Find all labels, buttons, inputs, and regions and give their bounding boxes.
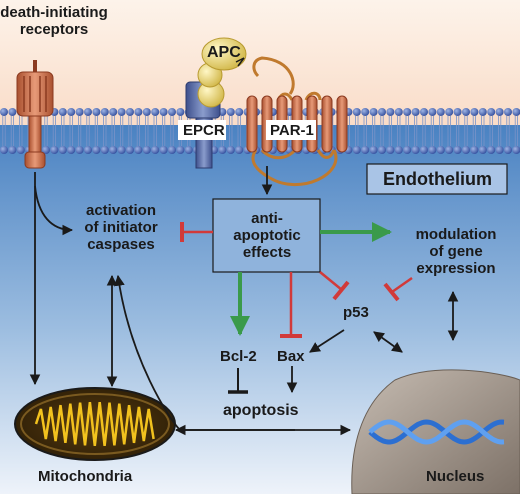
bax-label: Bax	[277, 348, 305, 365]
bcl2-inhibition	[228, 368, 248, 394]
death-receptors-line1: death-initiating	[0, 4, 108, 21]
modulation-line2: of gene	[429, 243, 483, 260]
anti-line2: apoptotic	[233, 227, 301, 244]
anti-apoptotic-box	[212, 198, 321, 273]
death-receptor-icon	[16, 60, 54, 169]
nucleus-label: Nucleus	[426, 468, 485, 485]
par1-label-box	[266, 120, 316, 140]
dna-helix-icon	[368, 419, 505, 445]
death-receptors-label: death-initiating receptors	[0, 4, 108, 38]
apc-protein-icon	[197, 37, 247, 108]
mitochondria-icon	[14, 387, 176, 461]
apoptosis-label: apoptosis	[223, 402, 299, 419]
endothelium-box	[366, 163, 508, 195]
nucleus-icon	[351, 369, 520, 494]
activation-label: activation of initiator caspases	[66, 202, 176, 253]
bcl2-label: Bcl-2	[220, 348, 257, 365]
activation-line1: activation	[85, 202, 157, 219]
green-arrows	[230, 222, 392, 336]
endothelium-label: Endothelium	[383, 169, 492, 189]
modulation-line1: modulation	[415, 226, 497, 243]
modulation-label: modulation of gene expression	[400, 226, 512, 277]
modulation-line3: expression	[416, 260, 496, 277]
par1-label: PAR-1	[270, 122, 314, 139]
anti-apoptotic-label: anti- apoptotic effects	[214, 210, 320, 261]
extracellular-space	[0, 0, 520, 125]
red-inhibitors	[180, 222, 413, 338]
anti-line3: effects	[242, 244, 292, 261]
epcr-label: EPCR	[183, 122, 225, 139]
apc-label: APC	[207, 44, 241, 61]
anti-line1: anti-	[251, 210, 283, 227]
epcr-label-box	[178, 120, 226, 140]
mitochondria-label: Mitochondria	[38, 468, 133, 485]
activation-line3: caspases	[87, 236, 155, 253]
death-receptors-line2: receptors	[19, 21, 89, 38]
p53-label: p53	[343, 304, 369, 321]
activation-line2: of initiator	[84, 219, 158, 236]
black-arrows	[29, 166, 459, 436]
